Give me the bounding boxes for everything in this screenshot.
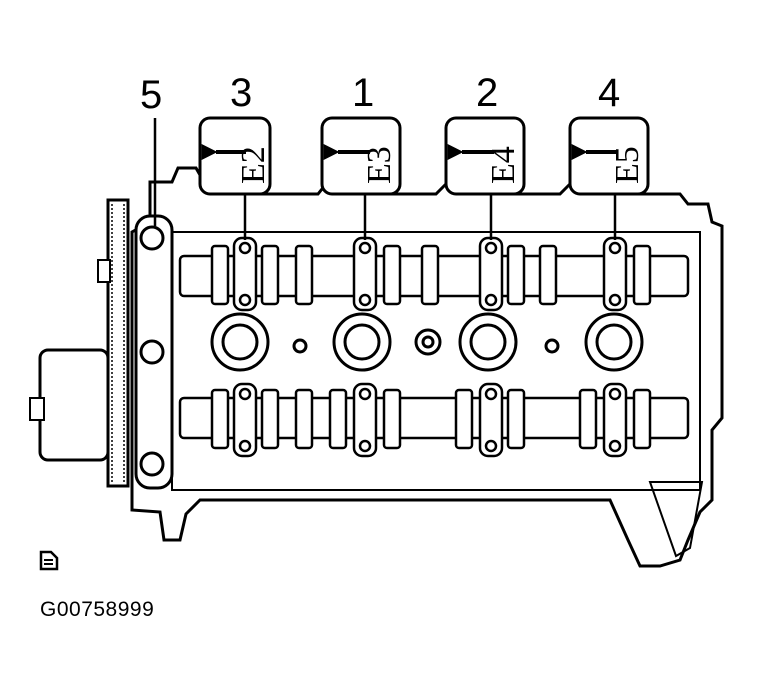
- cam-gear: [29, 198, 130, 488]
- cap-label-e5: E5: [609, 146, 646, 184]
- sequence-number-5: 5: [140, 73, 162, 117]
- cylinder-head-body: [130, 166, 724, 568]
- sequence-number-3: 3: [230, 71, 252, 115]
- cap-label-e4: E4: [485, 146, 522, 184]
- cap-box-e5: [568, 116, 650, 196]
- cap-box-e3: [320, 116, 402, 196]
- leader-lines: [153, 118, 617, 240]
- cap-box-e4: [444, 116, 526, 196]
- cap-label-e2: E2: [235, 146, 272, 184]
- end-bracket: [134, 214, 174, 490]
- document-icon: [39, 550, 59, 571]
- sequence-number-1: 1: [352, 71, 374, 115]
- sequence-number-4: 4: [598, 71, 620, 115]
- cap-label-e3: E3: [361, 146, 398, 184]
- sequence-number-2: 2: [476, 71, 498, 115]
- bearing-caps: [232, 236, 628, 458]
- cap-label-boxes: [198, 116, 650, 196]
- cam-lobes: [210, 244, 652, 450]
- figure-id: G00758999: [40, 598, 155, 621]
- cap-box-e2: [198, 116, 272, 196]
- spark-plug-bores: [210, 312, 644, 372]
